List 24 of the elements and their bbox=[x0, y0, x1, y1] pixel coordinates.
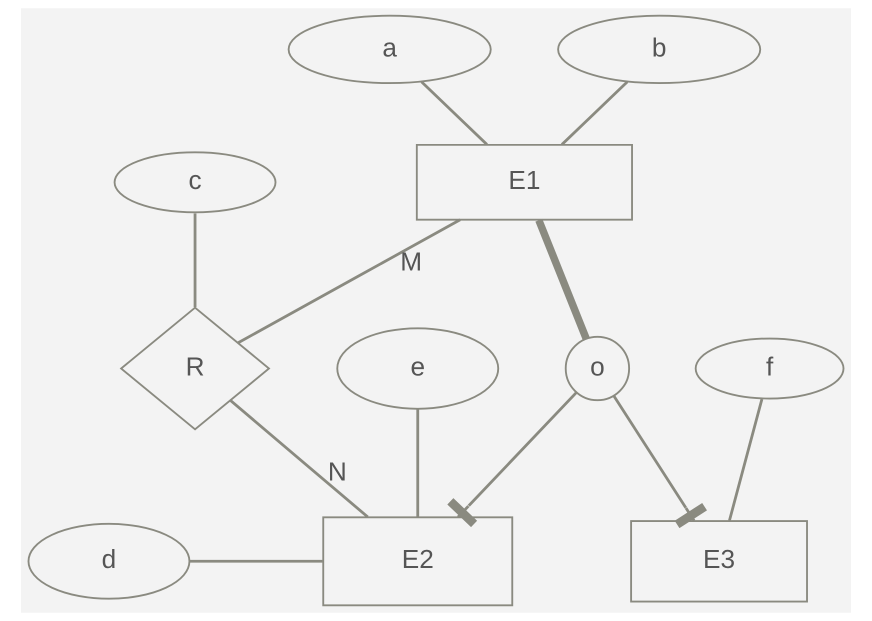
edge-label: N bbox=[328, 456, 347, 486]
connector bbox=[535, 218, 590, 340]
node-ellipse: c bbox=[114, 151, 276, 214]
connector bbox=[728, 398, 764, 521]
connector bbox=[447, 392, 578, 528]
connector bbox=[612, 395, 707, 528]
node-ellipse: d bbox=[28, 522, 190, 600]
node-diamond: R bbox=[120, 306, 270, 431]
node-box: E3 bbox=[630, 520, 808, 602]
node-ellipse: b bbox=[557, 14, 762, 84]
connector bbox=[229, 399, 369, 518]
node-ellipse: f bbox=[694, 338, 844, 400]
node-ellipse: a bbox=[288, 14, 492, 84]
connector bbox=[194, 214, 196, 308]
node-box: E1 bbox=[416, 144, 633, 221]
node-circle: o bbox=[564, 336, 630, 402]
edge-label: M bbox=[400, 246, 422, 277]
connector bbox=[420, 80, 488, 146]
connector bbox=[560, 80, 628, 146]
connector bbox=[238, 218, 461, 344]
connector bbox=[190, 560, 322, 563]
node-box: E2 bbox=[322, 516, 514, 606]
node-ellipse: e bbox=[336, 327, 500, 410]
connector bbox=[416, 410, 420, 517]
